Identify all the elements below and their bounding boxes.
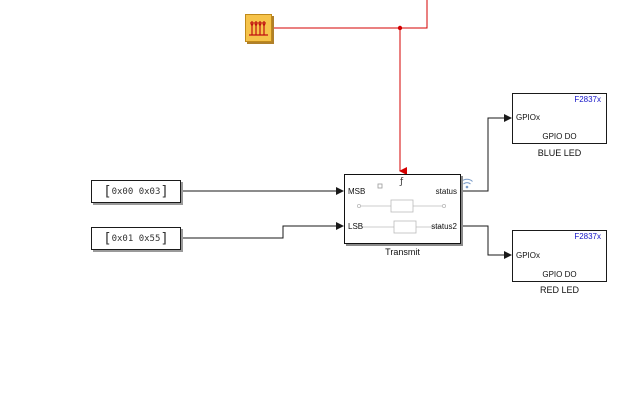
constant-element: 0x03 bbox=[138, 186, 161, 197]
constant-block-lsb[interactable]: [ 0x01 0x55 ] bbox=[91, 227, 181, 250]
output-port-status: status bbox=[435, 187, 457, 196]
close-bracket-icon: ] bbox=[161, 183, 167, 200]
constant-value: [ 0x00 0x03 ] bbox=[92, 181, 180, 202]
trigger-line[interactable] bbox=[272, 0, 428, 175]
trigger-port-icon: ƒ bbox=[399, 177, 404, 187]
constant-element: 0x55 bbox=[138, 233, 161, 244]
target-label: F2837x bbox=[574, 95, 601, 104]
function-call-generator-block[interactable] bbox=[245, 14, 272, 42]
output-port-status2: status2 bbox=[431, 222, 457, 231]
constant-element: 0x00 bbox=[111, 186, 134, 197]
block-name: GPIO DO bbox=[542, 270, 577, 279]
constant-value: [ 0x01 0x55 ] bbox=[92, 228, 180, 249]
transmit-subsystem-block[interactable]: ƒ MSB LSB status status2 bbox=[344, 174, 461, 244]
branch-point bbox=[397, 25, 403, 31]
signal-line-status[interactable] bbox=[461, 114, 512, 192]
close-bracket-icon: ] bbox=[161, 230, 167, 247]
gpio-port-label: GPIOx bbox=[516, 251, 541, 260]
constant-element: 0x01 bbox=[111, 233, 134, 244]
wireless-signal-icon bbox=[461, 178, 473, 189]
open-bracket-icon: [ bbox=[105, 183, 111, 200]
transmit-block-label: Transmit bbox=[385, 247, 420, 257]
red-led-label: RED LED bbox=[539, 285, 579, 295]
signal-line-status2[interactable] bbox=[461, 225, 512, 259]
block-name: GPIO DO bbox=[542, 132, 577, 141]
blue-led-label: BLUE LED bbox=[537, 148, 582, 158]
function-call-icon bbox=[249, 21, 268, 36]
subsystem-preview-icon: ƒ bbox=[356, 177, 447, 234]
input-port-msb: MSB bbox=[348, 187, 366, 196]
gpio-do-block-blue-led[interactable]: F2837x GPIOx GPIO DO bbox=[512, 93, 607, 144]
signal-line-lsb[interactable] bbox=[181, 222, 344, 239]
input-port-lsb: LSB bbox=[348, 222, 364, 231]
open-bracket-icon: [ bbox=[105, 230, 111, 247]
gpio-port-label: GPIOx bbox=[516, 113, 541, 122]
gpio-do-block-red-led[interactable]: F2837x GPIOx GPIO DO bbox=[512, 230, 607, 282]
constant-block-msb[interactable]: [ 0x00 0x03 ] bbox=[91, 180, 181, 203]
target-label: F2837x bbox=[574, 232, 601, 241]
